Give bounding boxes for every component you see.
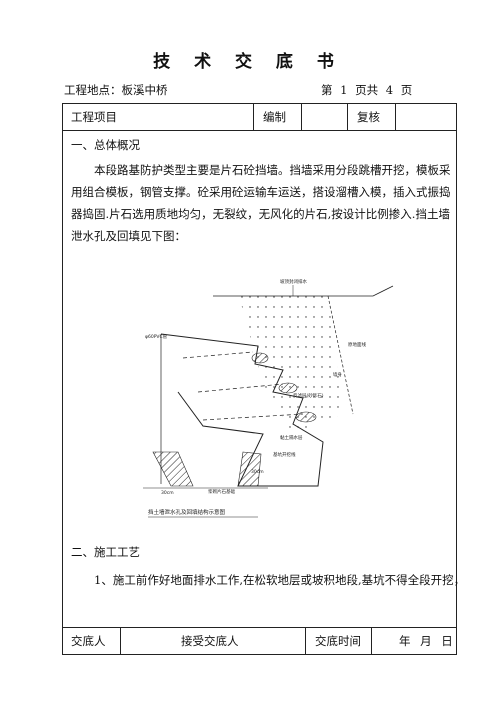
divider: [301, 104, 302, 130]
prepared-label: 编制: [263, 110, 286, 124]
content-frame: 工程项目 编制 复核 一、总体概况 本段路基防护类型主要是片石砼挡墙。挡墙采用分…: [62, 103, 466, 628]
label-top: 坡顶封闭排水: [280, 278, 307, 285]
divider: [253, 104, 254, 130]
review-label: 复核: [357, 110, 380, 124]
receiver-label: 接受交底人: [181, 634, 239, 648]
label-right4: 黏土隔水层: [280, 434, 303, 441]
dim-right: 30cm: [251, 469, 264, 475]
footer-row: 交底人 接受交底人 交底时间 年 月 日: [62, 628, 457, 655]
label-right5: 基坑开挖线: [273, 451, 296, 458]
divider: [371, 628, 372, 654]
section1-paragraph: 本段路基防护类型主要是片石砼挡墙。挡墙采用分段跳槽开挖，模板采用组合模板，钢管支…: [71, 163, 451, 243]
label-right2: 墙身: [333, 371, 342, 378]
section1-heading: 一、总体概况: [71, 138, 140, 152]
document-title: 技 术 交 底 书: [153, 52, 343, 72]
figure-caption: 挡土墙泄水孔及回填结构示意图: [148, 508, 226, 516]
divider: [395, 104, 396, 130]
label-right1: 原地面线: [348, 341, 366, 348]
time-label: 交底时间: [315, 634, 361, 648]
label-bottom: 浆砌片石基础: [208, 488, 235, 495]
divider: [347, 104, 348, 130]
retaining-wall-figure: 坡顶封闭排水 φ60PVC管 30cm 30cm 原地面线 墙身 反滤层(砂砾石…: [143, 278, 394, 518]
section2-paragraph: 1、施工前作好地面排水工作,在松软地层或坡积地段,基坑不得全段开挖，: [94, 573, 466, 587]
project-location: 工程地点：板溪中桥: [64, 83, 168, 97]
divider: [305, 628, 306, 654]
page-indicator: 第 1 页共 4 页: [321, 83, 413, 97]
divider: [120, 628, 121, 654]
date-label: 年 月 日: [399, 634, 453, 648]
handover-label: 交底人: [71, 634, 106, 648]
label-pipe: φ60PVC管: [145, 333, 168, 340]
label-right3: 反滤层(砂砾石): [293, 392, 324, 399]
dim-left: 30cm: [161, 490, 174, 496]
section2-heading: 二、施工工艺: [71, 545, 140, 559]
project-label: 工程项目: [71, 110, 117, 124]
header-row: 工程项目 编制 复核: [63, 104, 456, 131]
